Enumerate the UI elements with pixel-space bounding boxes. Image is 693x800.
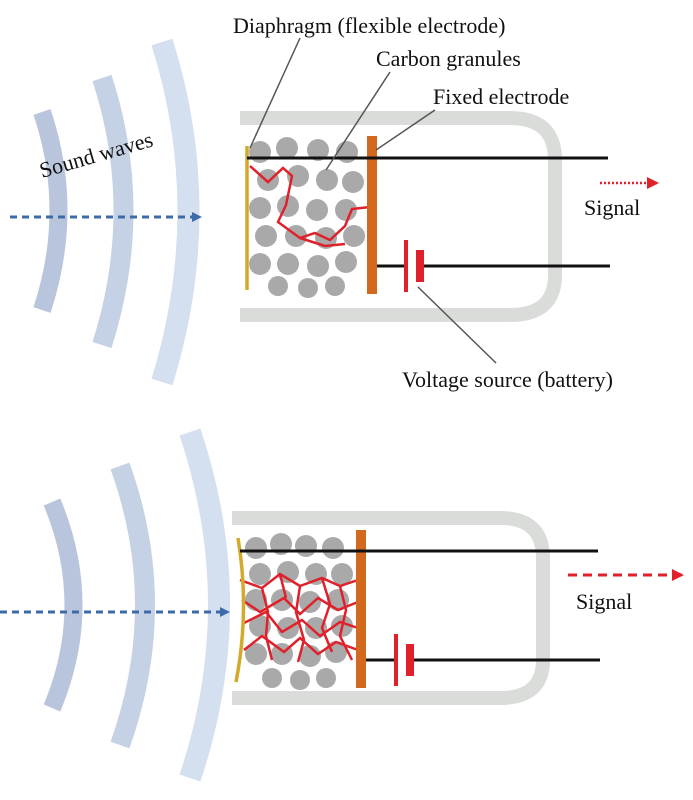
fixed-electrode-bottom	[356, 530, 366, 688]
label-signal-bottom: Signal	[576, 589, 632, 614]
current-paths-bottom	[239, 572, 359, 663]
battery-top	[404, 240, 424, 292]
label-fixed-electrode: Fixed electrode	[433, 84, 569, 109]
fixed-electrode-top	[367, 136, 377, 294]
battery-bottom	[394, 634, 414, 686]
current-path-top-branch	[299, 236, 346, 248]
sound-waves-bottom	[43, 428, 230, 782]
diaphragm-bottom	[234, 537, 246, 683]
bottom-panel: Signal	[0, 428, 684, 782]
leader-fixed-electrode	[375, 109, 436, 151]
sound-waves-top	[33, 38, 200, 386]
capsule-bottom	[232, 511, 550, 705]
capsule-top	[240, 111, 562, 322]
leader-granules	[325, 71, 391, 171]
label-carbon-granules: Carbon granules	[376, 46, 521, 71]
leader-battery	[417, 286, 497, 364]
leader-diaphragm	[249, 37, 301, 149]
label-diaphragm: Diaphragm (flexible electrode)	[233, 13, 505, 38]
carbon-granules-top	[249, 137, 365, 298]
current-path-top	[249, 165, 371, 242]
top-panel: Diaphragm (flexible electrode) Carbon gr…	[10, 13, 659, 392]
label-voltage-source: Voltage source (battery)	[402, 367, 613, 392]
label-signal-top: Signal	[584, 195, 640, 220]
